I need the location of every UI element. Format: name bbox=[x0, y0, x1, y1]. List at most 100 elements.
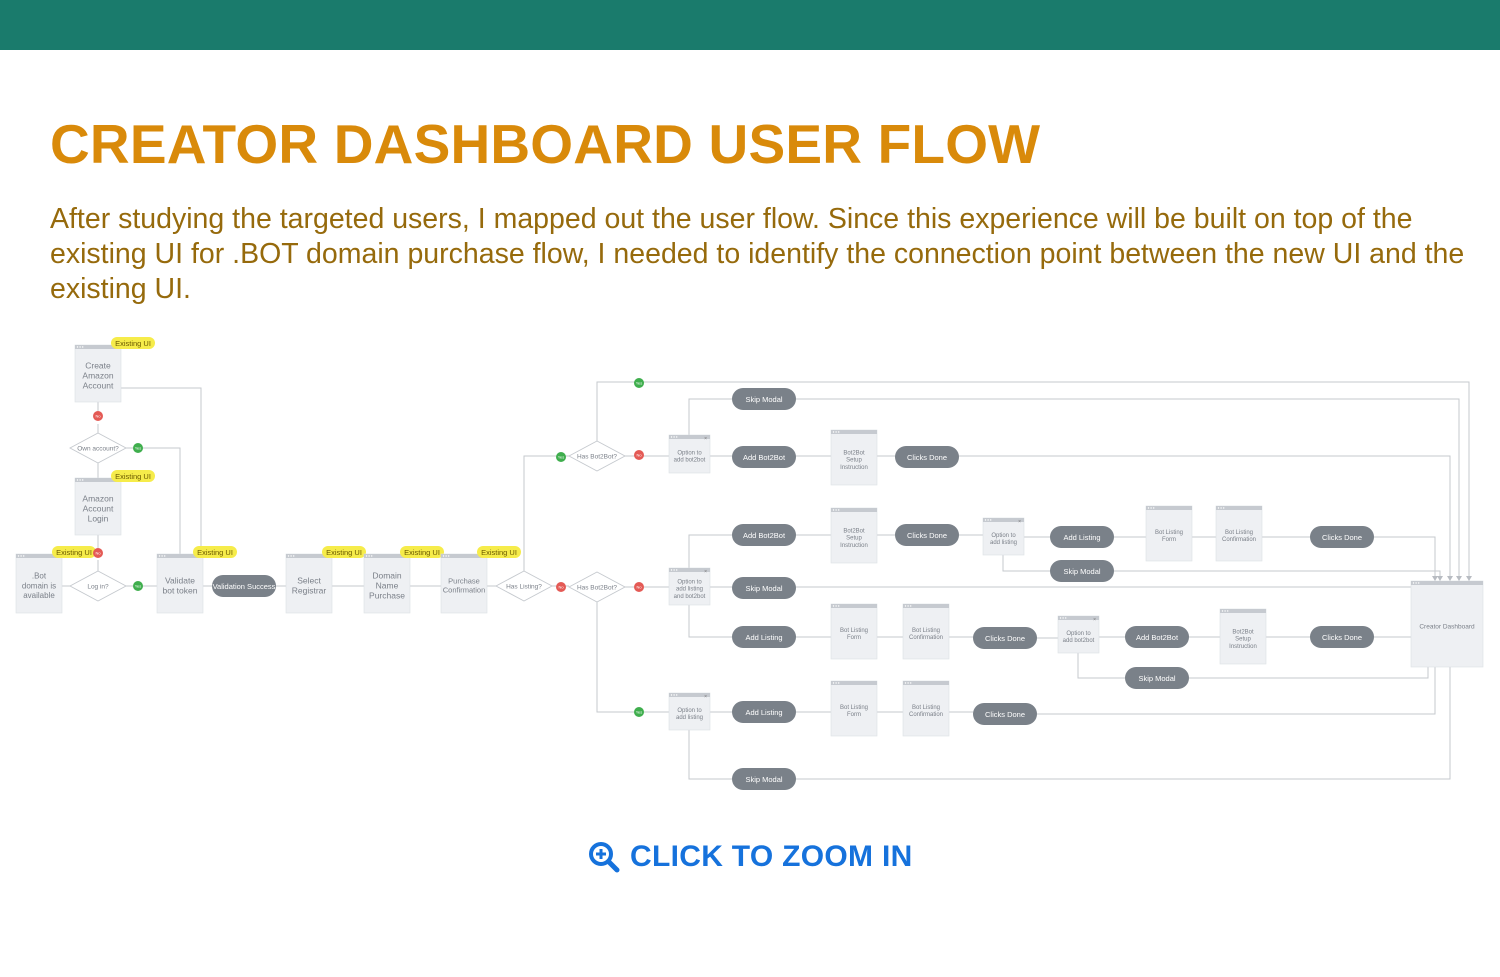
zoom-in-button[interactable]: CLICK TO ZOOM IN bbox=[588, 840, 913, 874]
arrowhead bbox=[1437, 576, 1443, 581]
flow-decision-2[interactable]: Has Listing? bbox=[495, 570, 553, 602]
flow-action-12[interactable]: Add Bot2Bot bbox=[1125, 626, 1189, 648]
action-label: Clicks Done bbox=[1322, 633, 1362, 642]
yes-indicator: Yes bbox=[133, 581, 143, 591]
flow-action-10[interactable]: Add Listing bbox=[732, 626, 796, 648]
action-label: Skip Modal bbox=[1138, 674, 1175, 683]
window-dot bbox=[838, 431, 840, 433]
decision-label: Log in? bbox=[87, 584, 109, 591]
badge-background bbox=[111, 470, 155, 482]
page-label: add listing bbox=[990, 540, 1017, 546]
decision-label: Has Bot2Bot? bbox=[577, 454, 617, 461]
window-dot bbox=[904, 605, 907, 607]
window-dot bbox=[910, 682, 912, 684]
flow-action-2[interactable]: Add Bot2Bot bbox=[732, 446, 796, 468]
flow-connector bbox=[523, 455, 569, 571]
page-header-bar bbox=[831, 508, 877, 512]
flow-action-13[interactable]: Skip Modal bbox=[1125, 667, 1189, 689]
flow-action-3[interactable]: Clicks Done bbox=[895, 446, 959, 468]
page-header-bar bbox=[903, 681, 949, 685]
page-label: Bot2Bot bbox=[1232, 629, 1254, 635]
yes-dot bbox=[556, 452, 566, 462]
flow-action-9[interactable]: Skip Modal bbox=[732, 577, 796, 599]
flow-page-creator-dashboard[interactable]: Creator Dashboard bbox=[1410, 580, 1484, 668]
flow-decision-4[interactable]: Has Bot2Bot? bbox=[568, 571, 626, 603]
flow-action-0[interactable]: Validation Success bbox=[212, 575, 276, 597]
flow-decision-0[interactable]: Own account? bbox=[69, 432, 127, 464]
flow-action-17[interactable]: Skip Modal bbox=[732, 768, 796, 790]
flow-action-8[interactable]: Clicks Done bbox=[1310, 526, 1374, 548]
flow-action-5[interactable]: Clicks Done bbox=[895, 524, 959, 546]
window-dot bbox=[1223, 507, 1225, 509]
flow-action-6[interactable]: Add Listing bbox=[1050, 526, 1114, 548]
window-dot bbox=[1418, 582, 1420, 584]
flow-action-15[interactable]: Add Listing bbox=[732, 701, 796, 723]
yes-dot bbox=[634, 707, 644, 717]
window-dot bbox=[1227, 610, 1229, 612]
page-header-bar bbox=[16, 554, 62, 558]
flow-action-16[interactable]: Clicks Done bbox=[973, 703, 1037, 725]
window-dot bbox=[158, 555, 161, 557]
window-dot bbox=[445, 555, 447, 557]
flow-decision-3[interactable]: Has Bot2Bot? bbox=[568, 440, 626, 472]
action-pill bbox=[732, 701, 796, 723]
action-label: Add Bot2Bot bbox=[743, 453, 786, 462]
page-label: available bbox=[23, 591, 55, 600]
action-pill bbox=[1310, 626, 1374, 648]
flow-action-11[interactable]: Clicks Done bbox=[973, 627, 1037, 649]
page-frame bbox=[363, 553, 411, 614]
flow-action-7[interactable]: Skip Modal bbox=[1050, 560, 1114, 582]
page-frame bbox=[156, 553, 204, 614]
flow-action-1[interactable]: Skip Modal bbox=[732, 388, 796, 410]
yes-dot bbox=[133, 443, 143, 453]
page-header-bar bbox=[831, 604, 877, 608]
window-dot bbox=[20, 555, 22, 557]
flow-action-4[interactable]: Add Bot2Bot bbox=[732, 524, 796, 546]
existing-ui-badge: Existing UI bbox=[111, 337, 155, 349]
window-dot bbox=[76, 346, 79, 348]
badge-background bbox=[111, 337, 155, 349]
window-dot bbox=[835, 682, 837, 684]
flow-connector bbox=[959, 455, 1451, 581]
page-frame bbox=[902, 603, 950, 660]
badge-label: Existing UI bbox=[326, 548, 362, 557]
page-label: Domain bbox=[372, 570, 402, 580]
action-pill bbox=[1125, 667, 1189, 689]
flow-action-14[interactable]: Clicks Done bbox=[1310, 626, 1374, 648]
window-dot bbox=[910, 605, 912, 607]
action-label: Add Bot2Bot bbox=[1136, 633, 1179, 642]
action-label: Add Listing bbox=[1063, 533, 1100, 542]
close-icon: × bbox=[704, 569, 707, 575]
existing-ui-badge: Existing UI bbox=[400, 546, 444, 558]
action-pill bbox=[895, 524, 959, 546]
window-dot bbox=[1412, 582, 1415, 584]
badge-label: Existing UI bbox=[404, 548, 440, 557]
page-label: and bot2bot bbox=[674, 594, 706, 600]
no-indicator: No bbox=[634, 582, 644, 592]
flow-decision-1[interactable]: Log in? bbox=[69, 570, 127, 602]
decision-label: Own account? bbox=[77, 446, 119, 453]
arrowhead bbox=[1432, 576, 1438, 581]
